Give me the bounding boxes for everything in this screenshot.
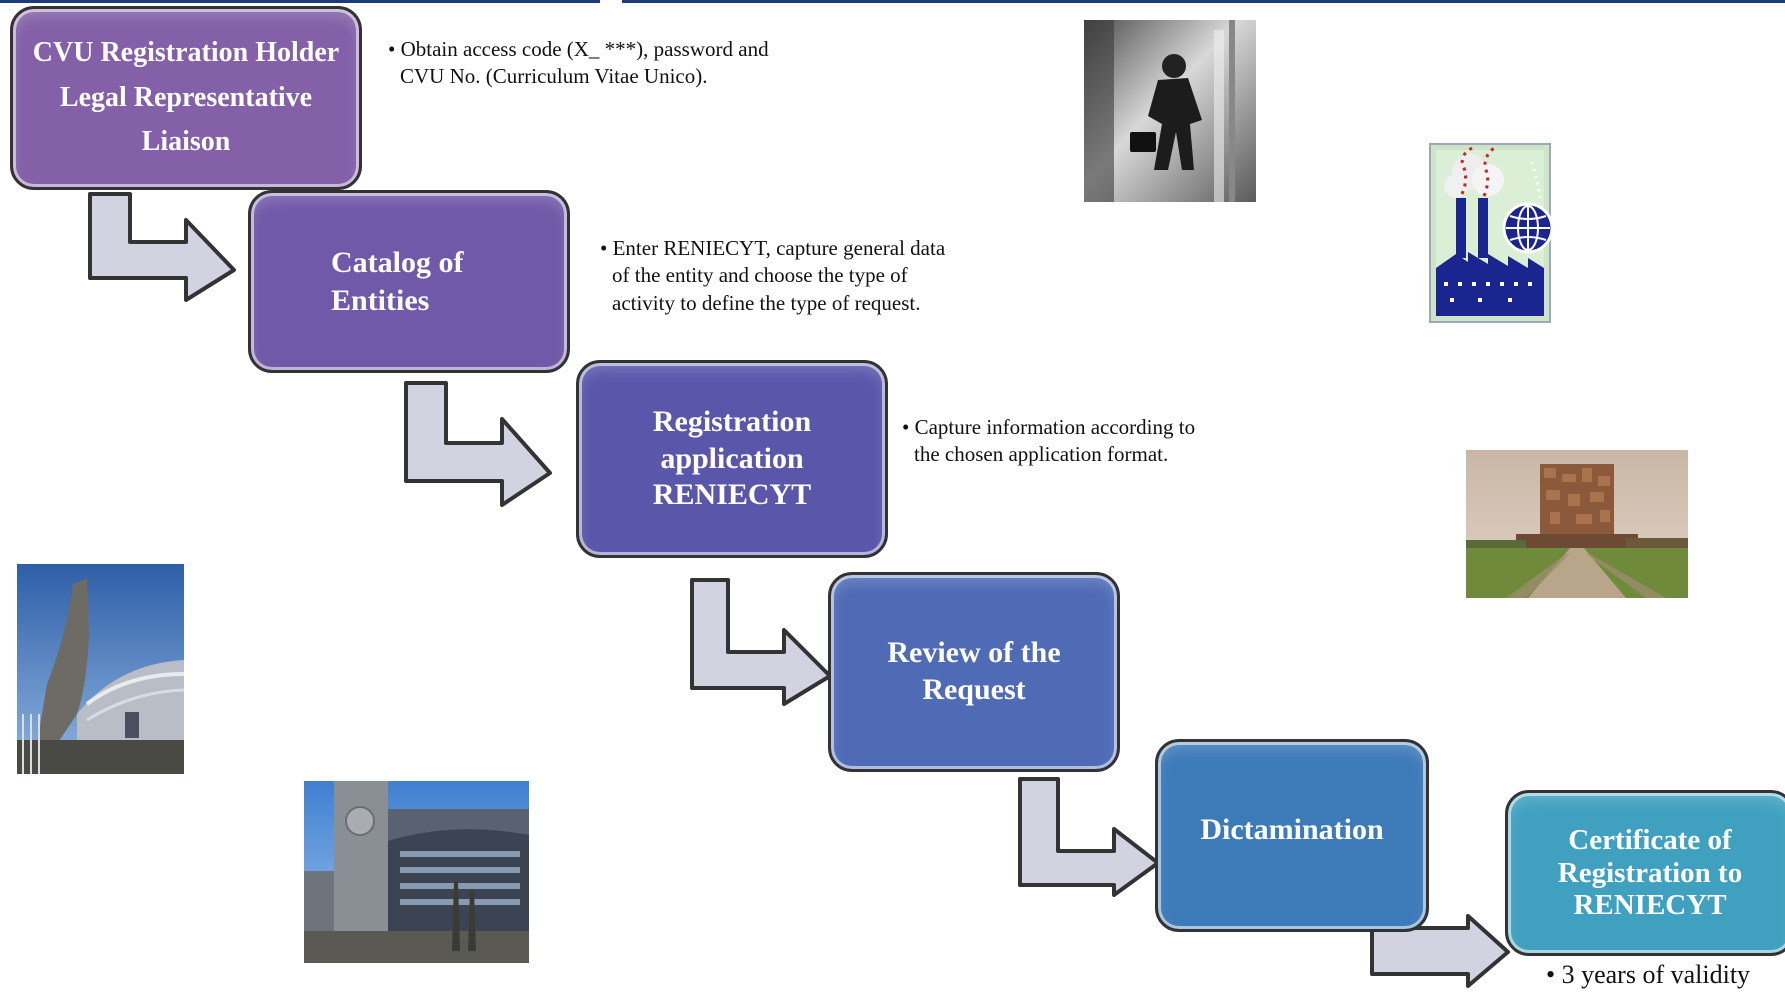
note-access-code: • Obtain access code (X_ ***), password … — [388, 36, 769, 91]
arrow-2-3 — [404, 381, 552, 507]
step-1-line-1: CVU Registration Holder — [32, 36, 340, 68]
note-2-line-3: activity to define the type of request. — [612, 290, 921, 315]
businessman-photo — [1084, 20, 1256, 202]
note-4-line-1: • 3 years of validity — [1546, 960, 1751, 989]
arrow-3-4 — [690, 578, 832, 706]
step-3-line-3: RENIECYT — [652, 478, 812, 512]
note-3-line-1: • Capture information according to — [902, 415, 1196, 439]
curved-tower-building-photo — [17, 564, 184, 774]
step-4-line-1: Review of the — [887, 636, 1061, 670]
arrow-1-2 — [88, 192, 236, 302]
note-enter-reniecyt: • Enter RENIECYT, capture general data o… — [600, 235, 945, 317]
note-1-line-1: • Obtain access code (X_ ***), password … — [388, 37, 769, 61]
step-registration-application: Registration application RENIECYT — [576, 360, 888, 558]
step-6-line-3: RENIECYT — [1573, 889, 1727, 922]
note-validity: • 3 years of validity — [1546, 958, 1750, 992]
arrow-4-5 — [1018, 777, 1160, 897]
step-review-of-request: Review of the Request — [828, 572, 1120, 772]
step-3-line-2: application — [660, 441, 804, 475]
step-1-line-3: Liaison — [141, 126, 231, 158]
note-3-line-2: the chosen application format. — [914, 442, 1169, 467]
note-2-line-2: of the entity and choose the type of — [612, 263, 908, 288]
step-3-line-1: Registration — [652, 405, 812, 439]
note-2-line-1: • Enter RENIECYT, capture general data — [600, 236, 946, 260]
step-1-line-2: Legal Representative — [59, 81, 313, 113]
step-2-line-2: Entities — [331, 283, 430, 317]
factory-globe-clipart — [1428, 142, 1552, 324]
step-dictamination: Dictamination — [1155, 739, 1429, 932]
library-building-photo — [1466, 450, 1688, 598]
top-border-notch — [600, 0, 622, 4]
modern-building-photo — [304, 781, 529, 963]
step-6-line-2: Registration to — [1557, 856, 1743, 889]
step-5-line-1: Dictamination — [1200, 813, 1384, 846]
arrow-5-6 — [1370, 914, 1510, 988]
step-cvu-registration: CVU Registration Holder Legal Representa… — [10, 6, 362, 190]
top-border-line — [0, 0, 1785, 3]
step-6-line-1: Certificate of — [1568, 824, 1732, 857]
step-certificate-of-registration: Certificate of Registration to RENIECYT — [1505, 790, 1785, 956]
step-4-line-2: Request — [922, 673, 1026, 706]
step-catalog-of-entities: Catalog of Entities — [248, 190, 570, 373]
note-1-line-2: CVU No. (Curriculum Vitae Unico). — [400, 64, 708, 89]
step-2-line-1: Catalog of — [331, 246, 464, 279]
note-capture-information: • Capture information according to the c… — [902, 414, 1195, 469]
